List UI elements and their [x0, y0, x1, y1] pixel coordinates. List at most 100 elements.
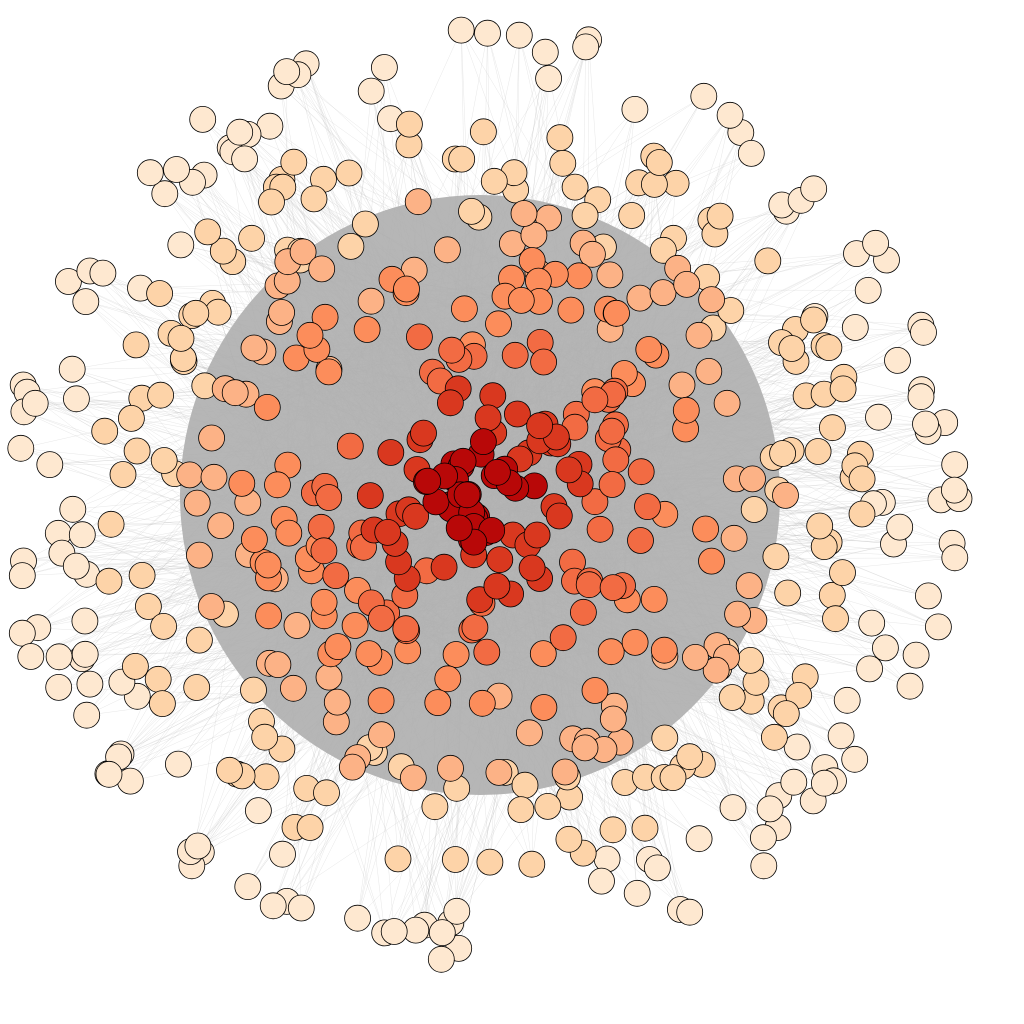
edge [406, 259, 887, 293]
edge [539, 301, 681, 910]
edge [473, 39, 589, 357]
edge [359, 393, 825, 546]
edge [398, 561, 548, 807]
node-outer-clusters [651, 724, 679, 752]
edge [366, 329, 482, 455]
node-outer-clusters [740, 496, 768, 523]
node-periphery [800, 175, 828, 203]
edge [390, 118, 407, 290]
edge [330, 529, 601, 654]
node-periphery [72, 288, 100, 316]
node-inner-ring [518, 554, 546, 582]
node-outer-clusters [183, 674, 211, 701]
node-periphery [716, 101, 744, 129]
edge [641, 132, 741, 472]
edge [122, 309, 571, 475]
node-outer-clusters [150, 447, 178, 474]
edge [268, 577, 408, 651]
edge [267, 399, 595, 408]
edge [415, 442, 552, 931]
node-ring-3 [692, 515, 719, 543]
node-inner-ring [474, 404, 502, 432]
node-ring-4 [596, 261, 624, 289]
node-outer-clusters [128, 562, 156, 589]
edge [297, 74, 418, 470]
node-inner-ring [486, 546, 514, 573]
node-outer-clusters [300, 185, 328, 213]
edge [286, 71, 576, 428]
edge [572, 509, 755, 563]
node-ring-3 [485, 310, 512, 338]
edge [368, 572, 843, 654]
node-ring-4 [207, 512, 235, 539]
edge [614, 391, 720, 669]
node-periphery [71, 607, 99, 635]
node-outer-clusters [209, 237, 237, 265]
node-outer-clusters [676, 743, 704, 771]
node-ring-3 [529, 640, 557, 667]
edge [622, 526, 900, 586]
node-ring-3 [255, 602, 283, 630]
node-ring-3 [640, 586, 668, 613]
edge [300, 259, 535, 487]
node-inner-ring [377, 439, 405, 466]
edge [444, 475, 788, 594]
node-ring-4 [240, 334, 268, 362]
node-ring-3 [253, 393, 281, 421]
node-ring-2 [634, 493, 661, 521]
node-ring-4 [183, 489, 211, 517]
node-outer-clusters [448, 145, 476, 173]
node-periphery [344, 904, 372, 932]
edge [254, 539, 870, 670]
edge [211, 437, 535, 487]
edge [543, 361, 580, 465]
edge [427, 137, 561, 482]
edge [61, 373, 625, 554]
edge [323, 499, 941, 551]
edge [328, 371, 456, 480]
edge [384, 428, 686, 933]
node-ring-2 [599, 574, 627, 601]
node-inner-ring [430, 553, 458, 581]
edge [158, 329, 368, 680]
edge [324, 317, 464, 462]
node-outer-clusters [458, 197, 485, 225]
edge [158, 653, 331, 680]
node-core [469, 428, 497, 456]
edge [148, 417, 489, 607]
edge [486, 651, 614, 720]
edge [476, 465, 855, 517]
edge [357, 651, 612, 919]
edge [543, 453, 783, 708]
node-ring-4 [315, 663, 343, 691]
edge [359, 545, 814, 802]
edge [540, 342, 861, 455]
node-outer-clusters [599, 816, 627, 844]
edge [390, 39, 589, 453]
node-ring-4 [579, 240, 606, 268]
node-outer-clusters [335, 159, 363, 187]
node-ring-3 [324, 633, 352, 660]
edge [540, 342, 641, 541]
node-inner-ring [483, 572, 511, 600]
edge [241, 483, 726, 652]
edge [178, 570, 312, 765]
node-periphery [428, 919, 456, 946]
edge [458, 313, 617, 949]
node-outer-clusters [216, 756, 243, 784]
edge [589, 584, 665, 651]
edge [191, 315, 613, 395]
edge [486, 478, 737, 653]
edge [316, 347, 829, 350]
node-ring-3 [698, 547, 725, 575]
edge [281, 179, 498, 473]
node-ring-4 [739, 465, 766, 493]
edge [474, 502, 883, 519]
node-outer-clusters [534, 793, 562, 820]
node-outer-clusters [109, 461, 137, 488]
edge [370, 417, 489, 496]
node-ring-4 [289, 238, 317, 266]
node-ring-2 [405, 323, 433, 351]
edge [664, 514, 764, 866]
